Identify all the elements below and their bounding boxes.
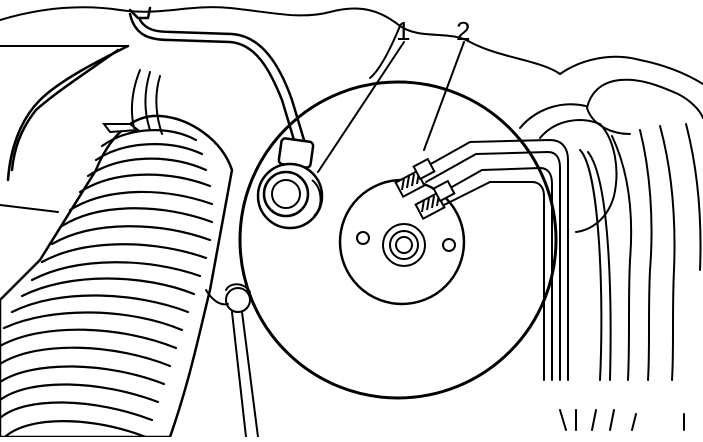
flange-hole-left: [356, 231, 370, 245]
brake-booster: [238, 80, 558, 400]
body-panel-outline: [0, 6, 703, 213]
vacuum-hose-clamp: [256, 137, 324, 230]
brake-pipes: [419, 139, 612, 381]
pipe-fitting-upper: [394, 157, 436, 199]
firewall-structure: [519, 78, 703, 431]
pushrod-boss-inner: [395, 236, 413, 254]
callout-1-label: 1: [396, 16, 410, 46]
callout-1-leader: [317, 41, 405, 173]
vacuum-hose: [6, 6, 306, 182]
corrugated-intake-hose: [0, 69, 234, 439]
flange-hole-right: [442, 238, 456, 252]
callout-2-label: 2: [456, 16, 470, 46]
lower-small-hose: [205, 283, 259, 438]
callout-leaders: [317, 41, 465, 173]
callout-2-leader: [423, 41, 465, 151]
pipe-fitting-lower: [414, 179, 456, 221]
